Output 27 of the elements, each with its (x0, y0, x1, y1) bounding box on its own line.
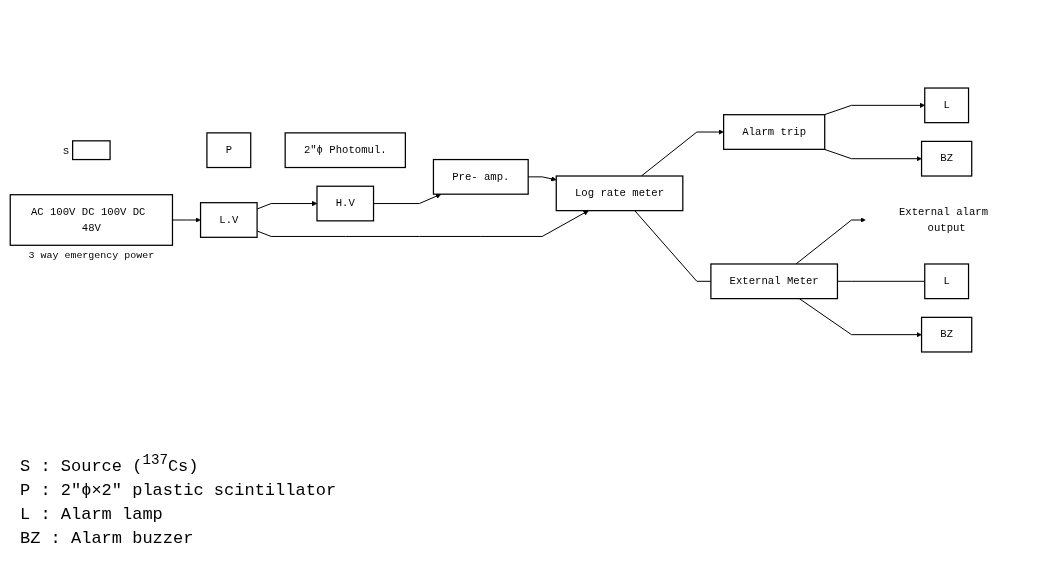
node-box: External Meter (710, 263, 839, 300)
legend-note: BZ : Alarm buzzer (20, 527, 195, 550)
node-caption: S (62, 145, 69, 157)
node-box: Pre- amp. (432, 158, 529, 195)
arrow (823, 148, 922, 162)
node-caption: 3 way emergency power (28, 249, 155, 261)
arrow (795, 217, 866, 265)
arrow (823, 102, 925, 116)
node-box: Alarm trip (723, 114, 826, 150)
arrow (640, 129, 724, 177)
node-box: H.V (316, 185, 375, 222)
node-box: L (924, 263, 970, 300)
node-box: L (924, 87, 970, 124)
node-box: Log rate meter (555, 175, 684, 212)
node-box: P (206, 132, 252, 169)
node-box (72, 140, 111, 161)
node-box: 2"ϕ Photomul. (284, 132, 406, 169)
arrow (798, 298, 922, 338)
node-box: L.V (199, 202, 258, 238)
node-text: External alarm output (898, 205, 989, 234)
node-box: AC 100V DC 100V DC 48V (9, 194, 174, 246)
node-box: BZ (920, 316, 973, 353)
legend-note: S : Source ($^{137}$Cs) (20, 451, 200, 478)
node-box: BZ (920, 140, 973, 177)
legend-note: L : Alarm lamp (20, 503, 164, 526)
legend-note: P : 2"ϕ×2" plastic scintillator (20, 479, 337, 502)
arrow (373, 193, 442, 205)
